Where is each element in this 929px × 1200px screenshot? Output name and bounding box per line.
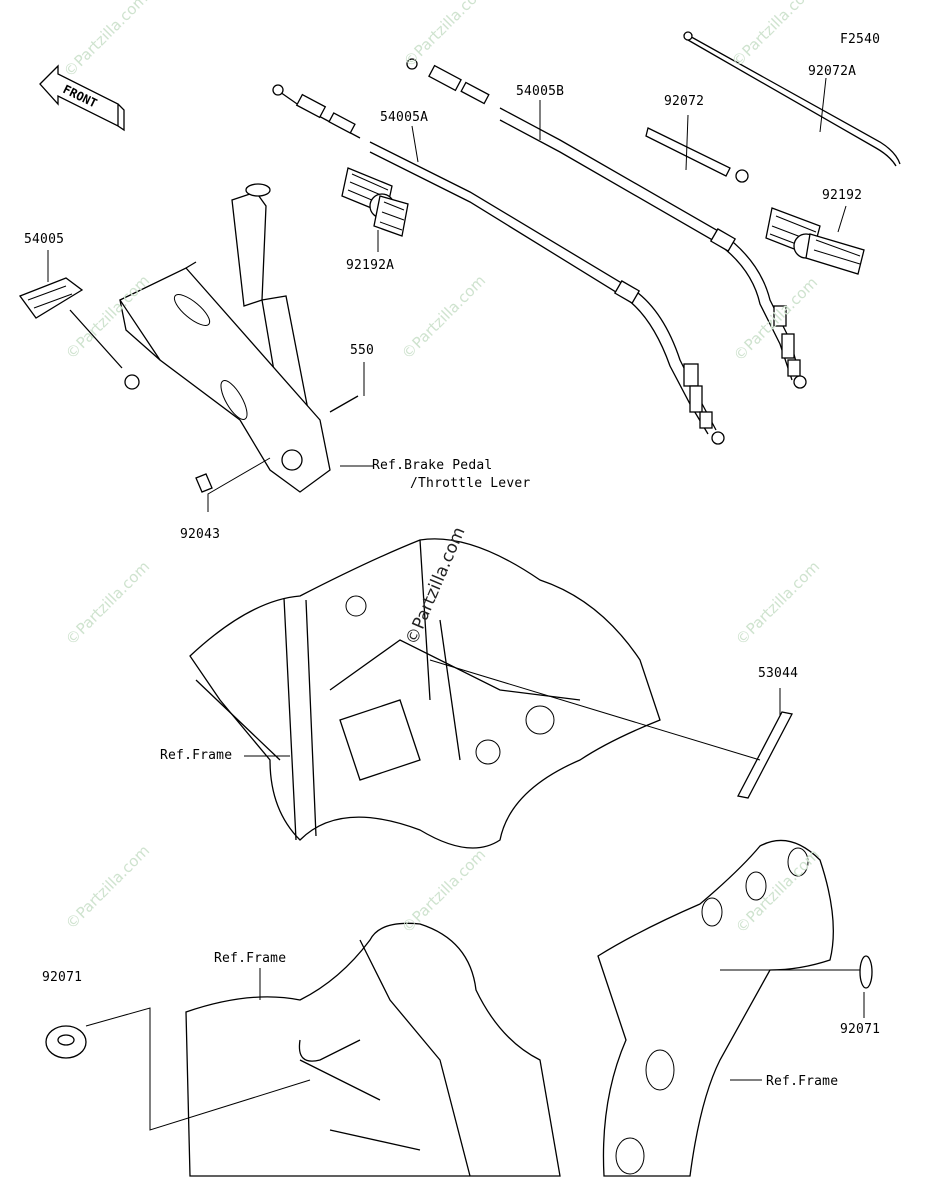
part-label-53044[interactable]: 53044 xyxy=(758,666,799,681)
cable-tie-92072A xyxy=(683,31,901,167)
grommet-92071-right xyxy=(859,955,873,989)
part-label-54005[interactable]: 54005 xyxy=(24,232,65,247)
part-label-92192A[interactable]: 92192A xyxy=(346,258,395,273)
part-label-54005A[interactable]: 54005A xyxy=(380,110,429,125)
frame-bottom-right xyxy=(597,839,834,1177)
trim-53044 xyxy=(737,711,793,799)
front-arrow-icon: FRONT xyxy=(39,64,125,132)
part-label-550[interactable]: 550 xyxy=(350,343,375,358)
frame-bottom-left xyxy=(185,922,561,1177)
leader-lines xyxy=(47,77,865,1131)
part-label-92192[interactable]: 92192 xyxy=(822,188,863,203)
ref-brake-pedal: Ref.Brake Pedal xyxy=(372,458,493,473)
pin-550 xyxy=(329,395,359,413)
ref-throttle-lever: /Throttle Lever xyxy=(410,476,531,491)
cable-54005B xyxy=(406,58,807,389)
ref-frame-bottom-left: Ref.Frame xyxy=(214,951,287,966)
part-label-92072A[interactable]: 92072A xyxy=(808,64,857,79)
figure-code: F2540 xyxy=(840,32,881,47)
boot-92192 xyxy=(765,207,865,275)
part-label-92071-left[interactable]: 92071 xyxy=(42,970,83,985)
pin-92043 xyxy=(195,473,213,493)
cable-tie-92072 xyxy=(645,127,749,183)
part-label-92071-right[interactable]: 92071 xyxy=(840,1022,881,1037)
switch-54005 xyxy=(18,277,140,390)
part-label-54005B[interactable]: 54005B xyxy=(516,84,565,99)
ref-frame-bottom-right: Ref.Frame xyxy=(766,1074,839,1089)
part-label-92072[interactable]: 92072 xyxy=(664,94,705,109)
boot-92192A xyxy=(341,167,409,237)
part-label-92043[interactable]: 92043 xyxy=(180,527,221,542)
parking-brake-lever xyxy=(119,183,331,493)
frame-mid xyxy=(189,538,661,849)
ref-frame-mid: Ref.Frame xyxy=(160,748,233,763)
grommet-92071-left xyxy=(45,1025,87,1059)
cable-54005A xyxy=(272,84,725,445)
